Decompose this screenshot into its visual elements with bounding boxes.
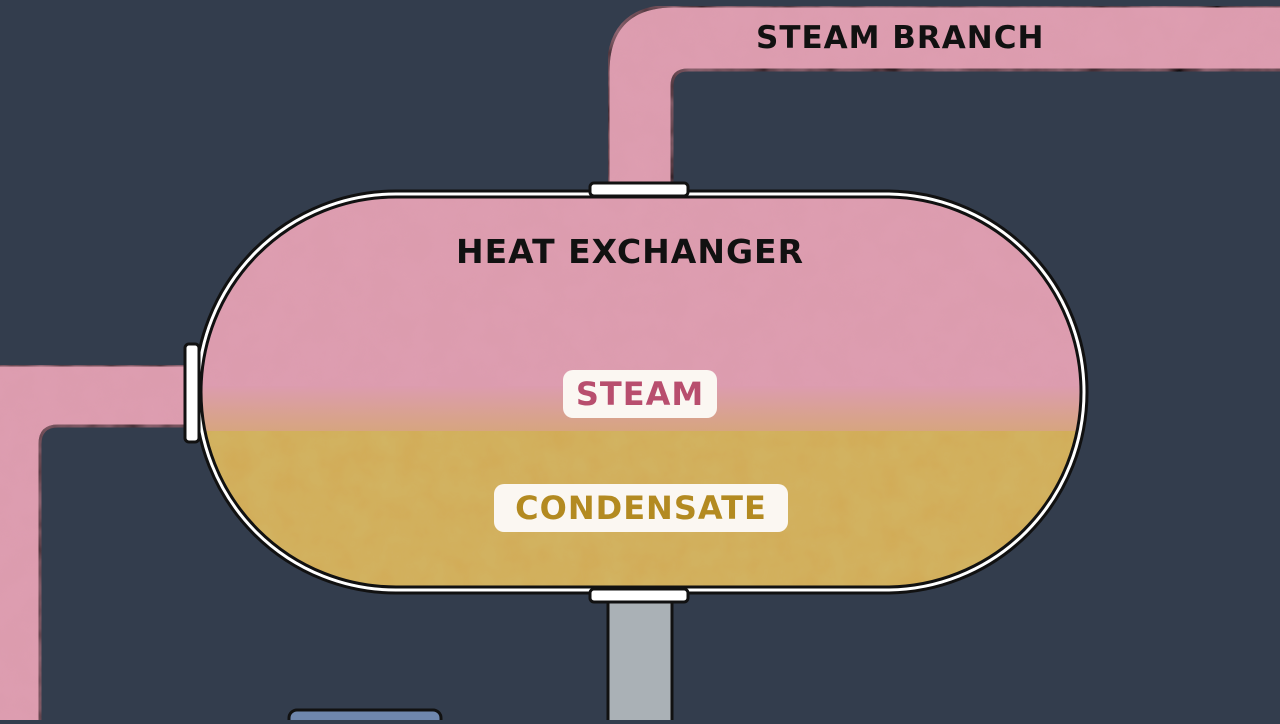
- bottom-nozzle-flange: [588, 587, 690, 604]
- left-steam-pipe: [0, 363, 192, 724]
- condensate-badge: CONDENSATE: [494, 484, 788, 532]
- top-nozzle-flange: [588, 181, 690, 198]
- heat-exchanger-label: HEAT EXCHANGER: [456, 232, 804, 271]
- heat-exchanger-vessel: [193, 189, 1089, 595]
- left-nozzle-flange: [183, 342, 201, 444]
- drain-pipe: [606, 590, 674, 724]
- steam-trap: [287, 708, 443, 724]
- steam-branch-pipe: [606, 4, 1280, 194]
- steam-branch-label: STEAM BRANCH: [756, 20, 1045, 56]
- steam-badge: STEAM: [563, 370, 717, 418]
